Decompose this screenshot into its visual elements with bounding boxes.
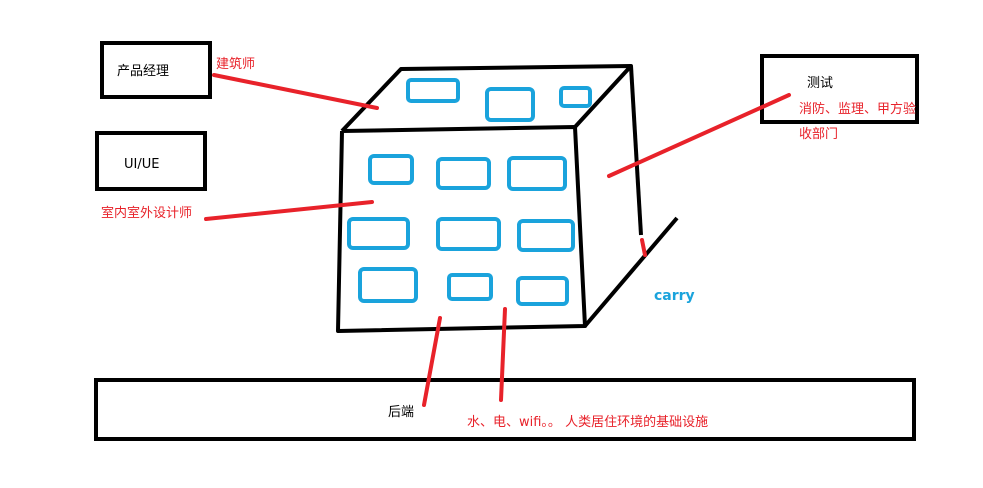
window (347, 217, 410, 250)
backend-box (94, 378, 916, 441)
building-bottom-right-edge (583, 216, 679, 328)
carry-mark (640, 238, 647, 257)
testing-box (760, 54, 919, 124)
architect-annotation: 建筑师 (216, 57, 256, 72)
carry-label: carry (654, 288, 695, 304)
window (447, 273, 493, 301)
window (517, 219, 575, 252)
backend-label: 后端 (388, 405, 415, 420)
window (368, 154, 414, 185)
annotation-lines (204, 73, 791, 407)
architect-pointer (212, 73, 379, 110)
window (436, 217, 501, 251)
window (559, 86, 592, 108)
building (336, 64, 679, 333)
designer-pointer (204, 200, 374, 221)
building-windows (347, 78, 592, 306)
testing-label: 测试 (807, 76, 834, 91)
product-manager-label: 产品经理 (117, 64, 170, 79)
window (406, 78, 460, 103)
window (485, 87, 535, 122)
window (358, 267, 418, 303)
testing-annotation-line1: 消防、监理、甲方验 (799, 102, 917, 117)
ui-ue-label: UI/UE (124, 157, 160, 172)
ui-ue-box (95, 131, 207, 191)
testing-pointer (607, 93, 791, 178)
window (436, 157, 491, 190)
window (507, 156, 567, 191)
building-top-face (340, 64, 633, 133)
testing-annotation-line2: 收部门 (799, 127, 839, 142)
product-manager-box (100, 41, 212, 99)
window (516, 276, 569, 306)
backend-pointer-right (499, 307, 507, 402)
building-right-edge (629, 65, 643, 236)
infrastructure-annotation: 水、电、wifi。。 人类居住环境的基础设施 (467, 415, 709, 430)
interior-designer-annotation: 室内室外设计师 (101, 206, 193, 221)
backend-pointer-left (422, 316, 442, 407)
